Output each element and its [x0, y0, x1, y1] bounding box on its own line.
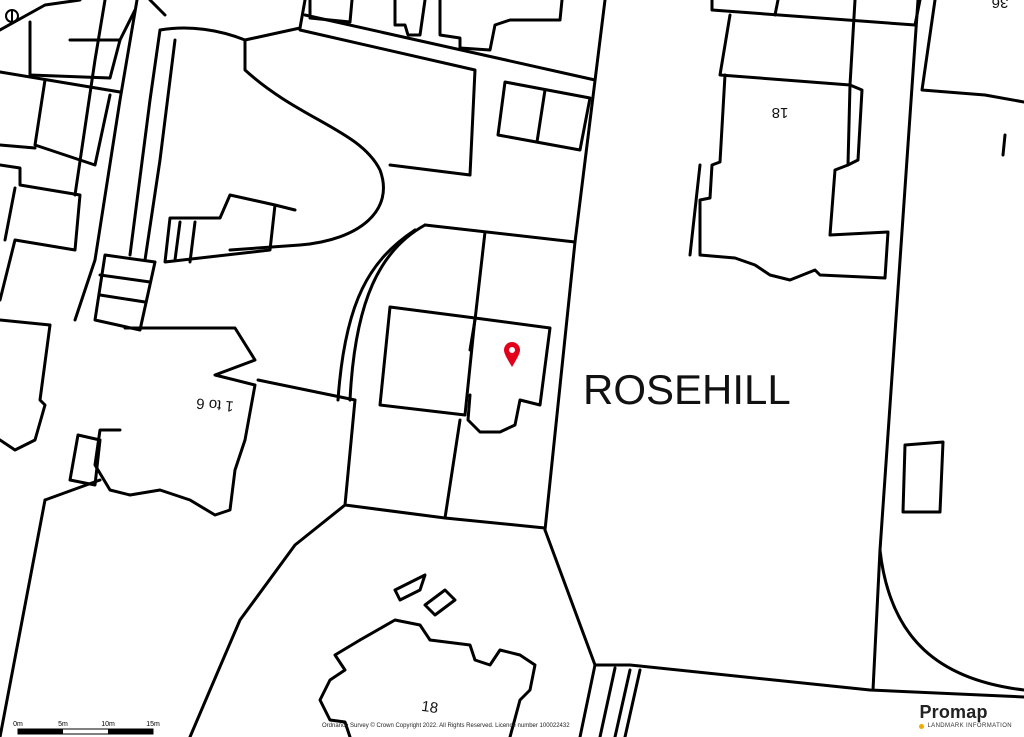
map-pin-icon[interactable] — [504, 342, 520, 367]
scale-bar: 0m 5m 10m 15m — [13, 721, 160, 735]
scale-tick-15: 15m — [146, 721, 160, 728]
scale-tick-5: 5m — [58, 721, 68, 728]
rosehill-area-label: ROSEHILL — [583, 366, 791, 413]
scale-tick-0: 0m — [13, 721, 23, 728]
promap-logo: Promap LANDMARK INFORMATION — [919, 702, 1012, 729]
house-18-bottom-label: 18 — [420, 698, 439, 717]
scale-tick-10: 10m — [101, 721, 115, 728]
house-36-corner-label: 36 — [992, 0, 1009, 11]
brand-dot-icon — [919, 723, 925, 729]
brand-tagline-text: LANDMARK INFORMATION — [927, 723, 1012, 729]
house-18-top-label: 18 — [772, 104, 789, 121]
brand-name: Promap — [919, 702, 988, 722]
brand-tagline: LANDMARK INFORMATION — [919, 723, 1012, 729]
house-1-to-6-label: 1 to 6 — [196, 394, 235, 414]
copyright-notice: Ordnance Survey © Crown Copyright 2022. … — [322, 723, 570, 729]
